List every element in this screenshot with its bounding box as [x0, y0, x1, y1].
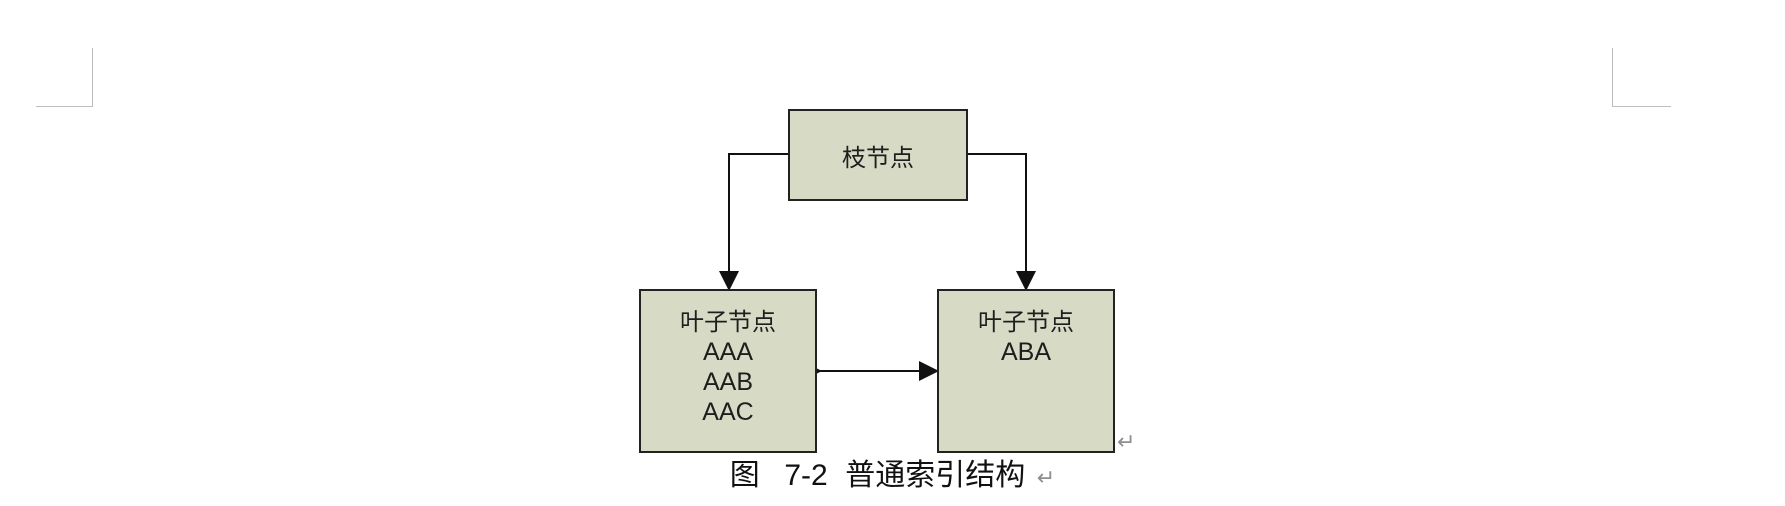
- page-corner-mark-right: [1612, 48, 1671, 107]
- figure-caption: 图 7-2 普通索引结构 ↵: [0, 454, 1785, 501]
- caption-paragraph-return-mark: ↵: [1036, 466, 1056, 491]
- caption-title: 普通索引结构: [845, 458, 1026, 493]
- right-leaf-node-title: 叶子节点: [978, 308, 1074, 336]
- root-node: 枝节点: [788, 109, 968, 201]
- left-leaf-node-title: 叶子节点: [680, 308, 776, 336]
- right-leaf-key-aba: ABA: [1000, 338, 1052, 366]
- edge-root-to-left-leaf: [719, 153, 788, 291]
- paragraph-return-mark: ↵: [1117, 430, 1136, 455]
- left-leaf-key-aac: AAC: [702, 398, 754, 426]
- caption-figure-label: 图: [729, 458, 761, 493]
- left-leaf-node: 叶子节点 AAA AAB AAC: [639, 289, 817, 453]
- left-leaf-key-aaa: AAA: [702, 338, 754, 366]
- edge-root-to-right-leaf: [968, 153, 1036, 291]
- left-leaf-key-aab: AAB: [702, 368, 754, 396]
- caption-figure-number: 7-2: [784, 459, 828, 492]
- right-leaf-node: 叶子节点 ABA: [937, 289, 1115, 453]
- page-corner-mark-left: [36, 48, 93, 107]
- root-node-label: 枝节点: [842, 143, 914, 172]
